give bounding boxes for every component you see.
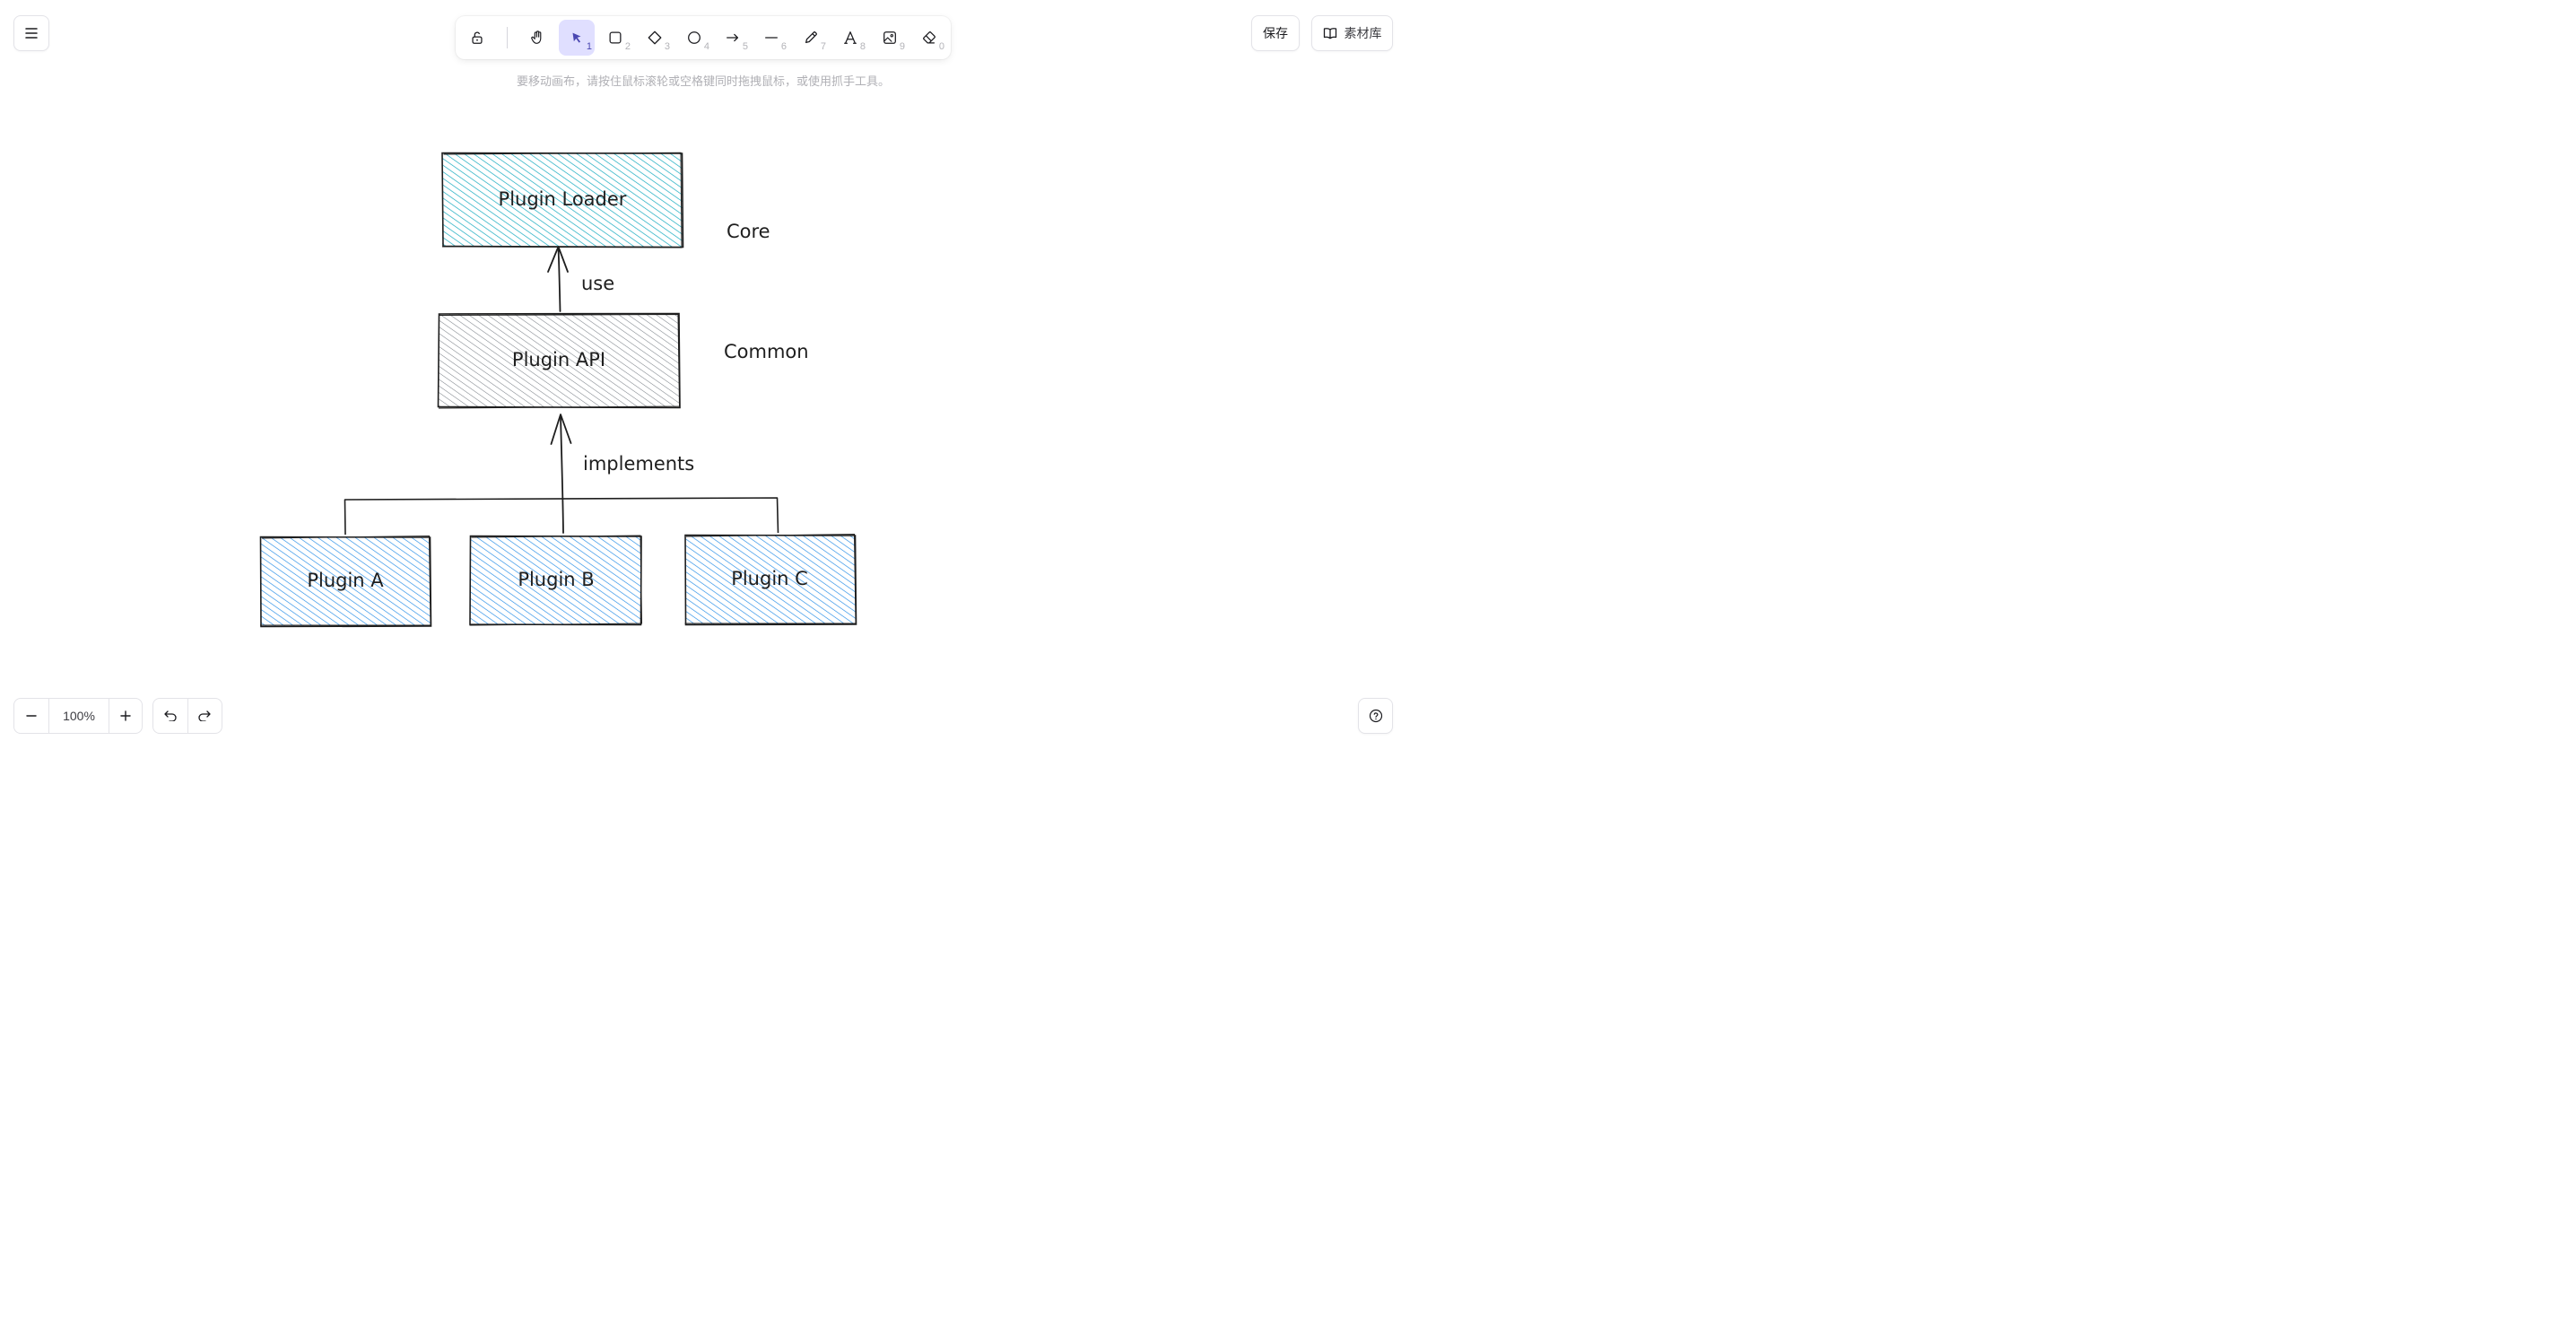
eraser-icon	[923, 31, 936, 44]
canvas-hint: 要移动画布，请按住鼠标滚轮或空格键同时拖拽鼠标，或使用抓手工具。	[516, 74, 890, 88]
tool-hand[interactable]	[519, 20, 555, 56]
undo-button[interactable]	[153, 699, 188, 733]
plugin-c-label: Plugin C	[731, 568, 808, 589]
ellipse-icon	[688, 31, 701, 44]
tool-ellipse[interactable]: 4	[676, 20, 712, 56]
undo-icon	[164, 710, 177, 721]
plugin-a-box[interactable]: Plugin A	[259, 535, 432, 628]
hand-icon	[531, 30, 542, 44]
library-button[interactable]: 素材库	[1311, 15, 1393, 51]
rectangle-icon	[609, 31, 622, 44]
plugin-loader-box[interactable]: Plugin Loader	[441, 152, 684, 248]
drawing-canvas[interactable]: Plugin Loader Plugin API Plugin A Plugin…	[0, 0, 1406, 746]
minus-icon	[26, 715, 37, 717]
implements-arrow[interactable]	[550, 414, 572, 534]
tool-text[interactable]: 8	[832, 20, 868, 56]
select-icon	[572, 32, 581, 43]
plugin-api-label: Plugin API	[512, 349, 605, 370]
plugin-c-box[interactable]: Plugin C	[684, 533, 857, 626]
common-label[interactable]: Common	[724, 341, 809, 362]
save-button[interactable]: 保存	[1251, 15, 1300, 51]
implements-label[interactable]: implements	[583, 453, 694, 475]
plugin-b-label: Plugin B	[518, 569, 594, 590]
tool-rectangle[interactable]: 2	[597, 20, 633, 56]
tool-arrow[interactable]: 5	[715, 20, 751, 56]
help-button[interactable]	[1358, 698, 1393, 734]
tool-key: 6	[780, 41, 787, 52]
plugins-connector-line[interactable]	[344, 497, 779, 536]
book-icon	[1323, 28, 1336, 39]
line-icon	[765, 37, 778, 39]
plugin-b-box[interactable]: Plugin B	[469, 535, 643, 626]
tool-key: 8	[859, 41, 866, 52]
tool-eraser[interactable]: 0	[911, 20, 947, 56]
image-icon	[883, 31, 896, 44]
plugin-api-box[interactable]: Plugin API	[437, 312, 681, 409]
tool-image[interactable]: 9	[872, 20, 908, 56]
tool-key: 9	[899, 41, 905, 52]
tool-key: 7	[820, 41, 826, 52]
toolbar-divider	[507, 27, 508, 48]
tool-select[interactable]: 1	[559, 20, 595, 56]
help-icon	[1369, 709, 1382, 723]
history-controls	[152, 698, 222, 734]
tool-key: 2	[624, 41, 631, 52]
library-label: 素材库	[1344, 26, 1382, 40]
plus-icon	[120, 710, 131, 721]
save-label: 保存	[1263, 26, 1288, 40]
tool-key: 1	[586, 41, 592, 52]
core-label[interactable]: Core	[727, 221, 770, 242]
tool-diamond[interactable]: 3	[637, 20, 673, 56]
diamond-icon	[648, 30, 662, 45]
use-label[interactable]: use	[581, 273, 614, 294]
redo-button[interactable]	[188, 699, 222, 733]
zoom-level[interactable]: 100%	[49, 699, 109, 733]
main-menu-button[interactable]	[13, 15, 49, 51]
tool-line[interactable]: 6	[753, 20, 789, 56]
use-arrow[interactable]	[547, 246, 569, 312]
shape-toolbar: 1 2 3 4 5 6 7 8 9 0	[456, 16, 951, 59]
tool-key: 0	[938, 41, 944, 52]
tool-lock[interactable]	[459, 20, 495, 56]
menu-icon	[25, 28, 38, 39]
arrow-icon	[727, 33, 739, 42]
text-icon	[844, 31, 857, 44]
tool-key: 3	[664, 41, 670, 52]
lock-icon	[472, 31, 483, 44]
zoom-out-button[interactable]	[14, 699, 49, 733]
tool-key: 4	[703, 41, 709, 52]
plugin-loader-label: Plugin Loader	[499, 188, 627, 210]
plugin-a-label: Plugin A	[307, 570, 384, 591]
tool-key: 5	[742, 41, 748, 52]
zoom-controls: 100%	[13, 698, 143, 734]
zoom-in-button[interactable]	[109, 699, 142, 733]
tool-pencil[interactable]: 7	[793, 20, 829, 56]
pencil-icon	[805, 31, 817, 44]
redo-icon	[198, 710, 211, 721]
